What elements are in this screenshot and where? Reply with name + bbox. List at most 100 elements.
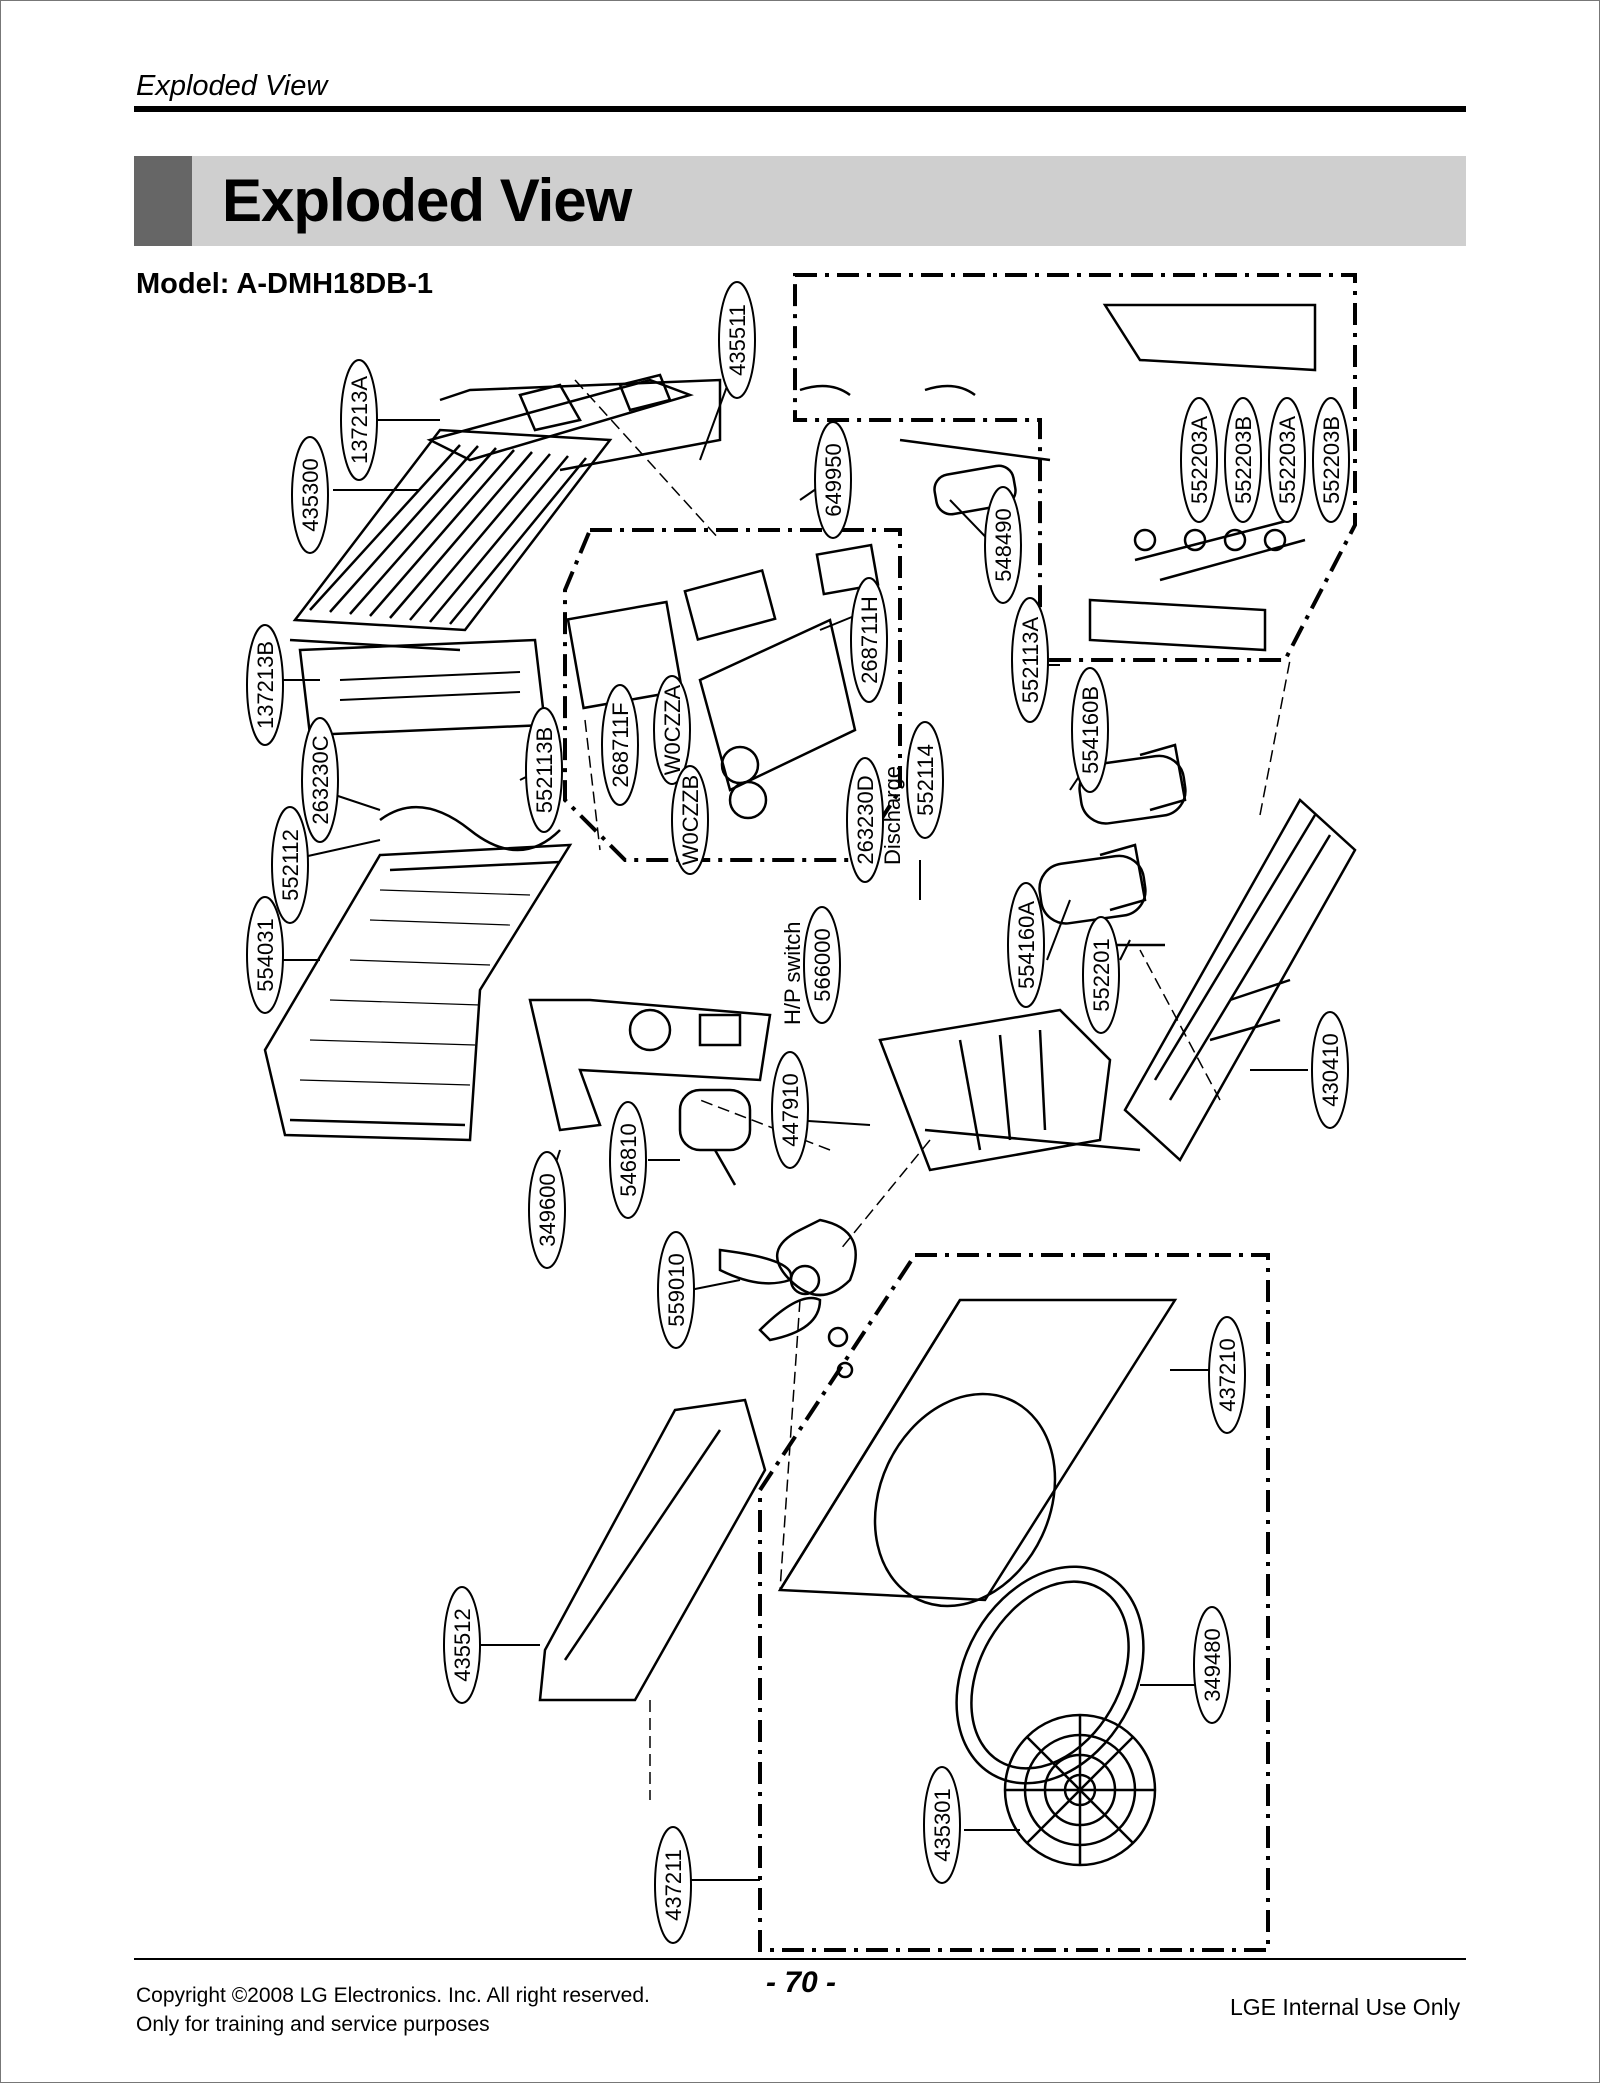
svg-text:137213A: 137213A — [347, 376, 372, 464]
label-559010: 559010 — [657, 1231, 695, 1349]
svg-text:W0CZZA: W0CZZA — [660, 684, 685, 775]
svg-text:554031: 554031 — [253, 918, 278, 991]
label-552203A-2: 552203A — [1268, 397, 1306, 523]
svg-text:268711F: 268711F — [608, 702, 633, 787]
side-panel — [538, 1398, 767, 1702]
label-554160A: 554160A — [1007, 882, 1045, 1008]
svg-text:437211: 437211 — [661, 1849, 686, 1921]
label-435511: 435511 — [718, 281, 756, 399]
svg-text:552112: 552112 — [278, 829, 303, 901]
svg-text:552113A: 552113A — [1018, 616, 1043, 703]
page-title: Exploded View — [222, 167, 632, 234]
label-552203B-2: 552203B — [1312, 397, 1350, 523]
svg-text:554160B: 554160B — [1078, 686, 1103, 774]
svg-text:566000: 566000 — [810, 928, 835, 1001]
compressor-a — [1038, 843, 1147, 925]
svg-text:435300: 435300 — [298, 458, 323, 531]
motor-mount — [528, 998, 772, 1132]
label-435300: 435300 — [291, 436, 329, 554]
fan-guard — [1003, 1713, 1157, 1867]
hp-switch-callout: H/P switch — [780, 921, 805, 1025]
model-label: Model: A-DMH18DB-1 — [136, 268, 433, 300]
service-valves — [1133, 518, 1306, 582]
footer-rule — [134, 1958, 1466, 1960]
accumulator — [933, 464, 1017, 516]
svg-text:430410: 430410 — [1318, 1033, 1343, 1106]
discharge-callout: Discharge — [880, 766, 905, 865]
compressor-cover — [878, 1008, 1141, 1172]
compressor-b — [1078, 743, 1187, 825]
svg-text:268711H: 268711H — [857, 596, 882, 684]
training-note: Only for training and service purposes — [136, 2013, 490, 2036]
pcb-plate — [698, 618, 857, 792]
capacitor-a — [720, 745, 760, 785]
label-552113B: 552113B — [525, 707, 563, 833]
label-437210: 437210 — [1208, 1316, 1246, 1434]
control-box-outline — [563, 528, 902, 862]
svg-text:552203A: 552203A — [1275, 416, 1300, 504]
svg-text:552203B: 552203B — [1319, 416, 1344, 504]
svg-text:263230C: 263230C — [308, 735, 333, 824]
label-546810: 546810 — [609, 1101, 647, 1219]
label-548490: 548490 — [984, 486, 1022, 604]
label-W0CZZA: W0CZZA — [653, 675, 691, 785]
svg-text:649950: 649950 — [821, 443, 846, 516]
label-137213B: 137213B — [246, 624, 284, 746]
label-437211: 437211 — [654, 1826, 692, 1944]
label-263230D: 263230D — [846, 757, 884, 883]
valve-box-outline — [793, 273, 1357, 662]
header-rule — [134, 106, 1466, 112]
valve-plate — [1102, 303, 1317, 372]
internal-use-note: LGE Internal Use Only — [1230, 1994, 1461, 2020]
label-349480: 349480 — [1193, 1606, 1231, 1724]
label-447910: 447910 — [771, 1051, 809, 1169]
svg-text:435511: 435511 — [725, 304, 750, 376]
pipe-tube — [379, 805, 561, 852]
svg-text:137213B: 137213B — [253, 641, 278, 729]
svg-text:263230D: 263230D — [853, 775, 878, 864]
svg-text:552114: 552114 — [913, 744, 938, 816]
svg-text:559010: 559010 — [664, 1253, 689, 1326]
svg-text:554160A: 554160A — [1014, 901, 1039, 989]
svg-text:552203A: 552203A — [1187, 416, 1212, 504]
coil-grille — [289, 428, 613, 652]
label-554031: 554031 — [246, 896, 284, 1014]
label-552203B-1: 552203B — [1224, 397, 1262, 523]
label-552113A: 552113A — [1011, 597, 1049, 723]
fan-blade — [718, 1218, 857, 1379]
orifice-ring — [955, 1565, 1145, 1785]
label-552201: 552201 — [1082, 916, 1120, 1034]
front-panel — [777, 1298, 1178, 1608]
label-552112: 552112 — [271, 806, 309, 924]
label-552203A-1: 552203A — [1180, 397, 1218, 523]
condenser-coil — [263, 843, 573, 1142]
copyright-text: Copyright ©2008 LG Electronics. Inc. All… — [136, 1984, 650, 2007]
label-137213A: 137213A — [340, 359, 378, 481]
svg-text:552113B: 552113B — [532, 727, 557, 813]
title-banner: Exploded View — [134, 156, 1466, 246]
label-W0CZZB: W0CZZB — [671, 765, 709, 875]
svg-text:437210: 437210 — [1215, 1338, 1240, 1411]
svg-text:349600: 349600 — [535, 1173, 560, 1246]
label-649950: 649950 — [814, 421, 852, 539]
svg-text:435512: 435512 — [450, 1608, 475, 1681]
running-header: Exploded View — [136, 70, 328, 102]
title-tab — [134, 156, 192, 246]
base-frame — [1123, 798, 1357, 1162]
svg-text:435301: 435301 — [930, 1788, 955, 1861]
terminal-block — [566, 600, 684, 710]
svg-text:552201: 552201 — [1089, 938, 1114, 1011]
svg-text:548490: 548490 — [991, 508, 1016, 581]
top-cover-panel — [426, 378, 694, 462]
page-number: - 70 - — [766, 1966, 837, 1999]
svg-text:349480: 349480 — [1200, 1628, 1225, 1701]
label-566000: 566000 — [803, 906, 841, 1024]
base-pan — [298, 638, 547, 737]
capacitor-b — [728, 780, 768, 820]
svg-text:W0CZZB: W0CZZB — [678, 775, 703, 865]
front-box-outline — [758, 1253, 1270, 1952]
label-435301: 435301 — [923, 1766, 961, 1884]
label-268711H: 268711H — [850, 577, 888, 703]
label-435512: 435512 — [443, 1586, 481, 1704]
